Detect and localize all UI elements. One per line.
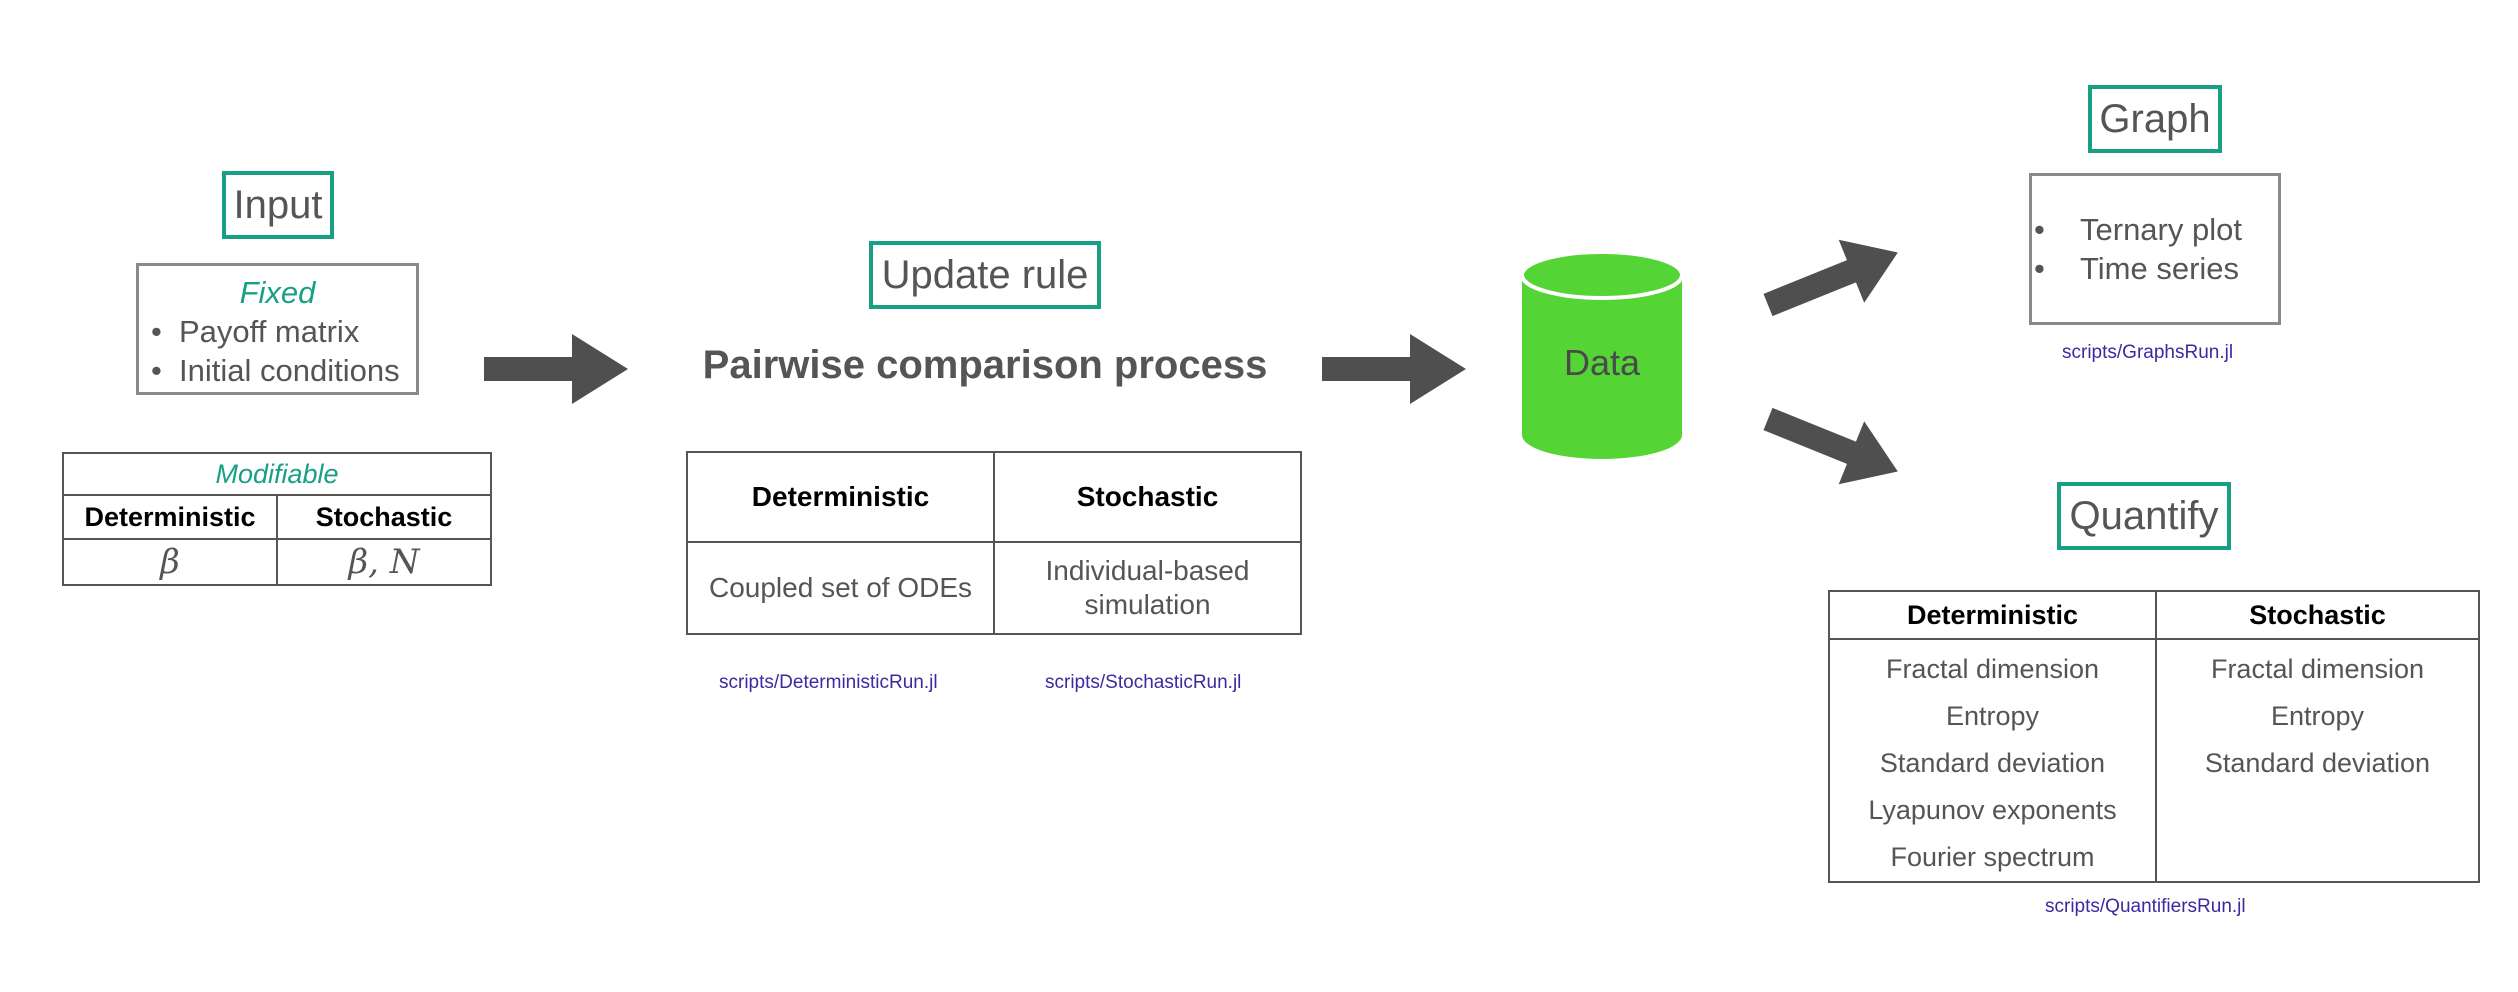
- quantifier-item: Standard deviation: [1879, 748, 2106, 778]
- quantify-stochastic-list: Fractal dimension Entropy Standard devia…: [2155, 638, 2480, 883]
- graph-title: Graph: [2088, 85, 2222, 153]
- script-graphs-run-link[interactable]: scripts/GraphsRun.jl: [2062, 342, 2234, 363]
- graph-box: Ternary plot Time series: [2029, 173, 2281, 325]
- modifiable-value-deterministic: β: [62, 538, 278, 586]
- graph-list: Ternary plot Time series: [2028, 210, 2278, 288]
- quantifier-item: Entropy: [2270, 701, 2365, 731]
- fixed-box: Fixed Payoff matrix Initial conditions: [136, 263, 419, 395]
- fixed-item: Initial conditions: [145, 351, 416, 390]
- arrow-input-to-update: [484, 334, 628, 404]
- update-rule-title: Update rule: [869, 241, 1101, 309]
- script-stochastic-run-link[interactable]: scripts/StochasticRun.jl: [1045, 672, 1242, 693]
- modifiable-header-stochastic: Stochastic: [276, 494, 492, 540]
- modifiable-label: Modifiable: [62, 452, 492, 496]
- graph-item: Ternary plot: [2028, 210, 2278, 249]
- modifiable-table: Modifiable Deterministic Stochastic β β,…: [62, 452, 492, 586]
- update-cell-stochastic: Individual-based simulation: [993, 541, 1302, 635]
- modifiable-header-deterministic: Deterministic: [62, 494, 278, 540]
- data-cylinder-icon: [1520, 250, 1684, 459]
- quantifier-item: Fourier spectrum: [1890, 842, 2095, 872]
- modifiable-value-stochastic: β, N: [276, 538, 492, 586]
- graph-item: Time series: [2028, 249, 2278, 288]
- process-title: Pairwise comparison process: [702, 343, 1268, 387]
- quantifier-item: Standard deviation: [2204, 748, 2431, 778]
- fixed-list: Payoff matrix Initial conditions: [145, 312, 416, 390]
- quantifier-item: Lyapunov exponents: [1868, 795, 2117, 825]
- update-rule-table: Deterministic Stochastic Coupled set of …: [686, 451, 1302, 635]
- fixed-item: Payoff matrix: [145, 312, 416, 351]
- script-quantifiers-run-link[interactable]: scripts/QuantifiersRun.jl: [2045, 896, 2246, 917]
- arrow-data-to-graph: [1763, 239, 1898, 317]
- quantifier-item: Fractal dimension: [2210, 654, 2425, 684]
- update-cell-deterministic: Coupled set of ODEs: [686, 541, 995, 635]
- quantify-title: Quantify: [2057, 482, 2231, 550]
- fixed-label: Fixed: [239, 275, 316, 310]
- script-deterministic-run-link[interactable]: scripts/DeterministicRun.jl: [719, 672, 938, 693]
- update-header-stochastic: Stochastic: [993, 451, 1302, 543]
- quantifier-item: Fractal dimension: [1885, 654, 2100, 684]
- input-title: Input: [222, 171, 334, 239]
- arrow-data-to-quantify: [1763, 407, 1898, 485]
- arrow-update-to-data: [1322, 334, 1466, 404]
- quantify-header-stochastic: Stochastic: [2155, 590, 2480, 640]
- quantify-deterministic-list: Fractal dimension Entropy Standard devia…: [1828, 638, 2157, 883]
- data-label: Data: [1563, 342, 1641, 383]
- quantifier-item: Entropy: [1945, 701, 2040, 731]
- update-header-deterministic: Deterministic: [686, 451, 995, 543]
- quantify-header-deterministic: Deterministic: [1828, 590, 2157, 640]
- quantify-table: Deterministic Stochastic Fractal dimensi…: [1828, 590, 2480, 883]
